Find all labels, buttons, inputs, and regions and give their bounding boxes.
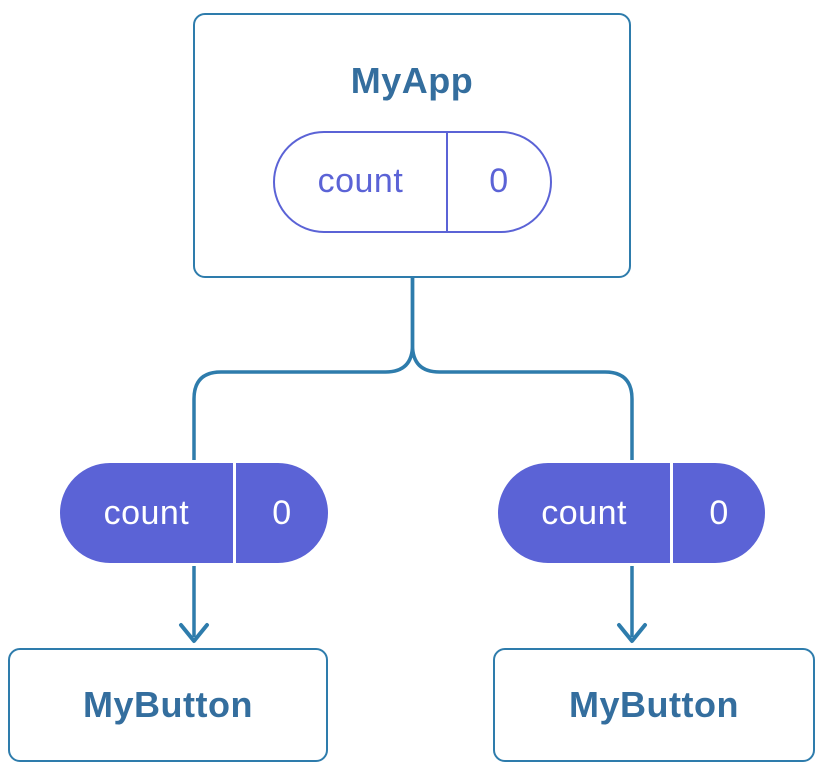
mybutton-card-right: MyButton bbox=[493, 648, 815, 762]
myapp-title: MyApp bbox=[350, 60, 474, 102]
prop-pill-left-value: 0 bbox=[272, 493, 292, 532]
prop-pill-left: count 0 bbox=[57, 460, 331, 566]
prop-pill-right-value: 0 bbox=[709, 493, 729, 532]
mybutton-right-title: MyButton bbox=[569, 683, 739, 725]
arrow-down-icon bbox=[179, 623, 209, 643]
state-pill-value: 0 bbox=[489, 162, 509, 201]
prop-pill-right-name: count bbox=[498, 463, 674, 563]
connector-right-branch bbox=[410, 278, 634, 637]
state-pill-name: count bbox=[275, 132, 449, 231]
mybutton-card-left: MyButton bbox=[8, 648, 328, 762]
myapp-card: MyApp count 0 bbox=[193, 13, 631, 278]
prop-pill-right: count 0 bbox=[495, 460, 768, 566]
arrow-down-icon bbox=[617, 623, 647, 643]
state-pill: count 0 bbox=[272, 130, 552, 233]
mybutton-left-title: MyButton bbox=[83, 683, 253, 725]
prop-pill-left-name: count bbox=[60, 463, 236, 563]
connector-left-branch bbox=[192, 278, 415, 637]
